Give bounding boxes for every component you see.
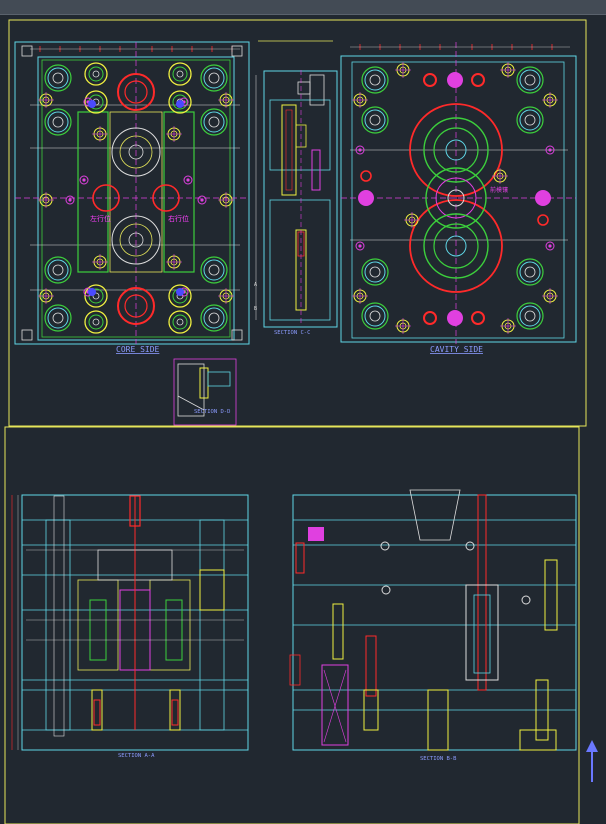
section-dd-title: SECTION D-D — [194, 409, 230, 415]
frame-top — [8, 19, 587, 427]
cavity-side-view[interactable]: 前模镶 — [340, 42, 577, 344]
slider-right-label: 右行位 — [168, 214, 189, 223]
section-cc-title: SECTION C-C — [274, 330, 310, 336]
ucs-arrow-icon — [586, 740, 598, 782]
frame-bottom — [4, 426, 580, 824]
core-side-view[interactable]: 左行位 右行位 — [14, 41, 250, 345]
mark-a: A — [254, 282, 257, 288]
section-bb-title: SECTION B-B — [420, 756, 457, 762]
slider-left-label: 左行位 — [90, 214, 111, 223]
section-dd-view[interactable] — [173, 358, 237, 426]
section-aa-view[interactable] — [11, 494, 249, 751]
section-bb-view[interactable] — [289, 489, 577, 751]
core-side-title: CORE SIDE — [116, 345, 160, 354]
section-aa-title: SECTION A-A — [118, 753, 155, 759]
section-cc-view[interactable] — [255, 70, 338, 328]
cavity-side-title: CAVITY SIDE — [430, 345, 483, 354]
cad-toolbar-strip — [0, 0, 606, 15]
cad-drawing-canvas[interactable]: 左行位 右行位 CORE SIDE SECTION C-C A B — [0, 15, 606, 824]
mark-b: B — [254, 306, 257, 312]
core-insert-label: 前模镶 — [490, 186, 508, 194]
